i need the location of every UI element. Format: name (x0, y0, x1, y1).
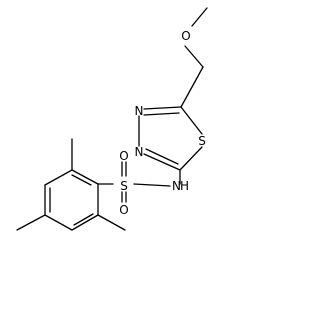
atom-nh: N H (172, 179, 189, 193)
atom-label: H (180, 179, 189, 193)
bond-ring-5 (71, 214, 99, 231)
bond-methyl-right (97, 214, 126, 231)
atom-label: O (119, 149, 128, 163)
bond-ring-inner-3 (73, 213, 94, 226)
bond-ring-inner-1 (71, 174, 92, 186)
atom-label: S (120, 179, 128, 193)
atom-n-ring-lower: N (135, 145, 144, 159)
atom-label: N (135, 104, 144, 118)
bond-s1-c5 (180, 106, 203, 135)
atom-s-sulfonyl: S (120, 179, 128, 193)
atom-label: N (172, 179, 181, 193)
bond-c5-n4-double-a (143, 106, 182, 110)
bond-ring-1 (71, 169, 99, 185)
bond-ring-4 (44, 214, 73, 231)
bond-n3-c2-double-a (143, 153, 181, 171)
bond-c2-s1 (179, 146, 203, 171)
atom-n-ring-upper: N (135, 104, 144, 118)
bond-ring-2 (44, 169, 73, 186)
atom-s-ring: S (198, 134, 206, 148)
bond-o-ch2 (184, 45, 204, 68)
atom-label: O (119, 203, 128, 217)
bond-methyl-left (16, 214, 46, 231)
atom-label: S (198, 134, 206, 148)
atom-label: N (135, 145, 144, 159)
atom-o-sulfonyl-left: O (119, 149, 128, 163)
bond-c5-n4-double-b (143, 112, 180, 116)
bond-nh-s (133, 183, 171, 187)
atom-o-methoxy: O (181, 28, 191, 43)
bond-n3-c2-double-b (145, 148, 179, 165)
bond-ch2-c5 (180, 66, 204, 108)
atom-label: O (181, 29, 190, 43)
atom-o-sulfonyl-right: O (119, 203, 128, 217)
structure-diagram: O N N S N H S O O (16, 7, 208, 231)
bond-ch3-o (191, 7, 208, 27)
